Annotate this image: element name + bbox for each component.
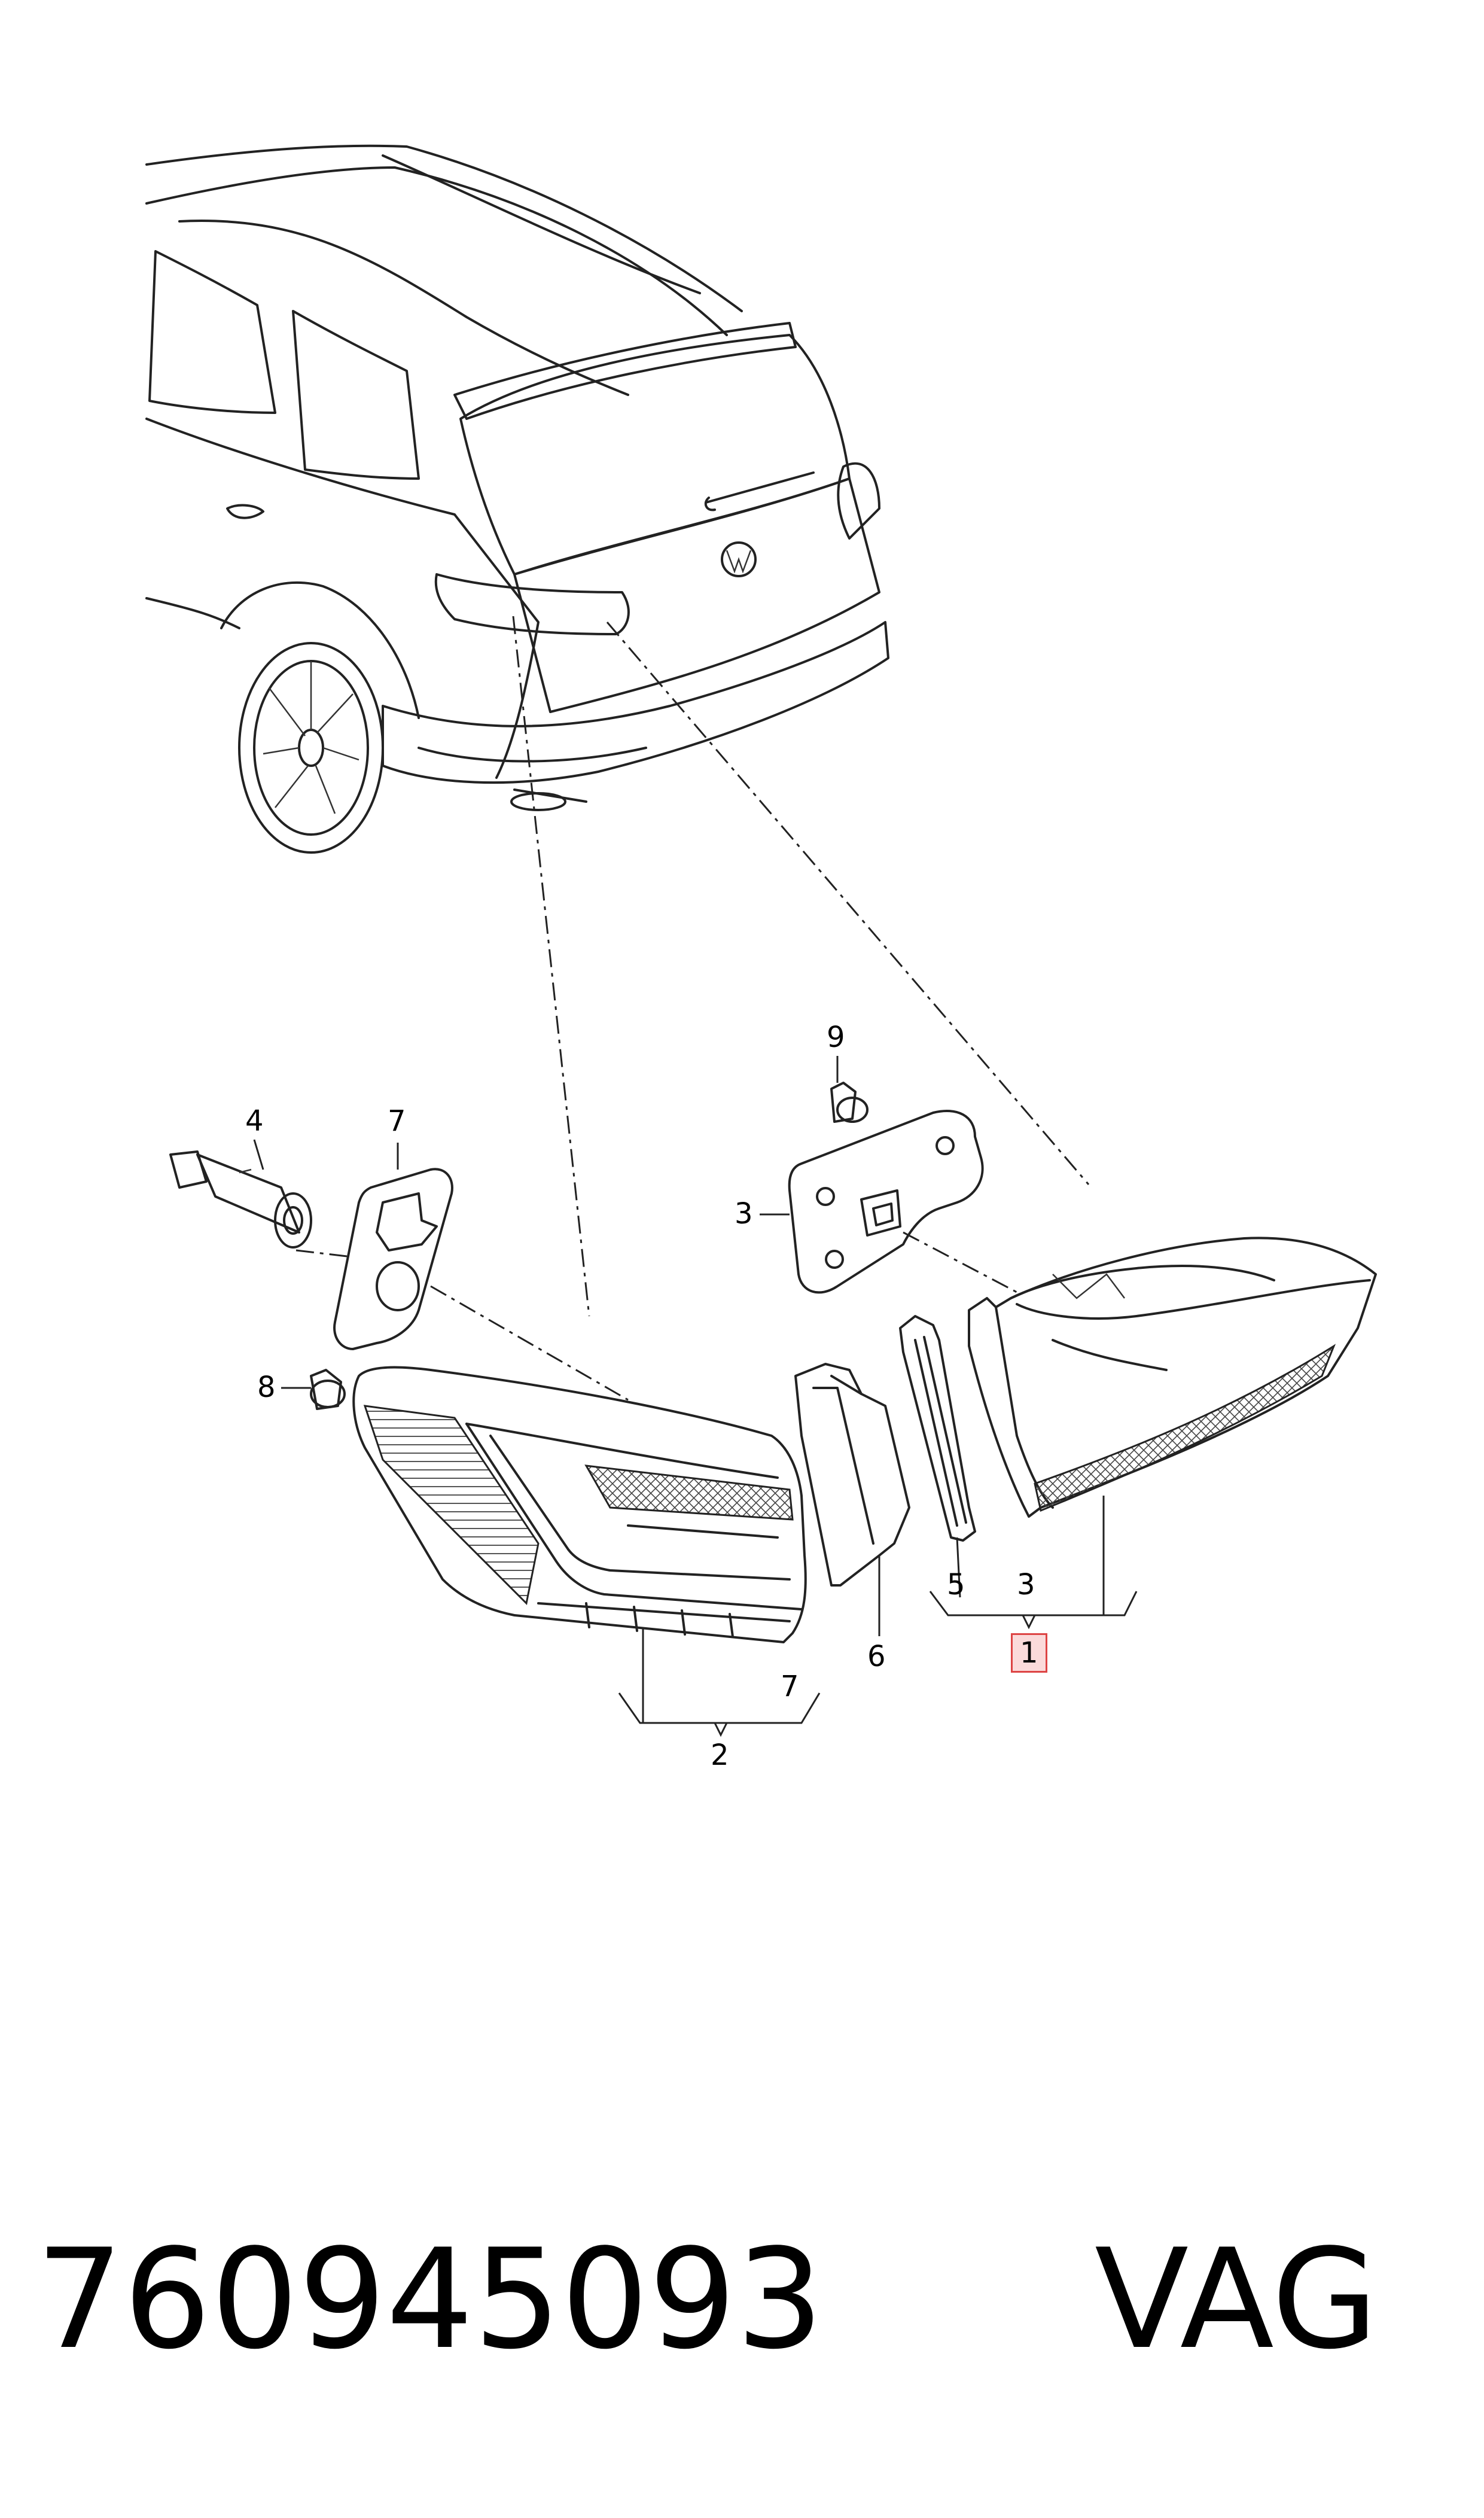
mounting-plate-part-3	[788, 1109, 984, 1294]
callout-2: 2	[711, 1738, 729, 1772]
bulb-holder-part-4	[169, 1150, 312, 1249]
callout-leaders	[253, 1056, 1138, 1737]
clip-part-8	[310, 1369, 346, 1410]
callout-7-group: 7	[781, 1670, 799, 1703]
callout-6: 6	[867, 1640, 886, 1673]
callout-3-group: 3	[1017, 1568, 1035, 1601]
callout-5: 5	[947, 1568, 965, 1601]
clip-part-9	[830, 1082, 869, 1123]
gasket-part-7	[333, 1168, 453, 1350]
callout-3-plate: 3	[735, 1197, 753, 1231]
outer-tail-light-part-2	[352, 1366, 807, 1643]
callout-1: 1	[1011, 1633, 1047, 1673]
callout-8: 8	[257, 1371, 276, 1404]
callout-4: 4	[245, 1104, 264, 1138]
assembly-leader-lines	[295, 616, 1090, 1401]
callout-7-top: 7	[388, 1104, 406, 1138]
part-number: 760945093	[36, 2220, 824, 2380]
trim-strip-part-6	[794, 1363, 910, 1587]
callout-9: 9	[827, 1021, 845, 1054]
inner-tail-light-part-1	[968, 1237, 1377, 1518]
seal-strip-part-5	[899, 1315, 976, 1542]
vehicle-illustration	[145, 144, 889, 854]
brand-name: VAG	[1095, 2220, 1379, 2380]
